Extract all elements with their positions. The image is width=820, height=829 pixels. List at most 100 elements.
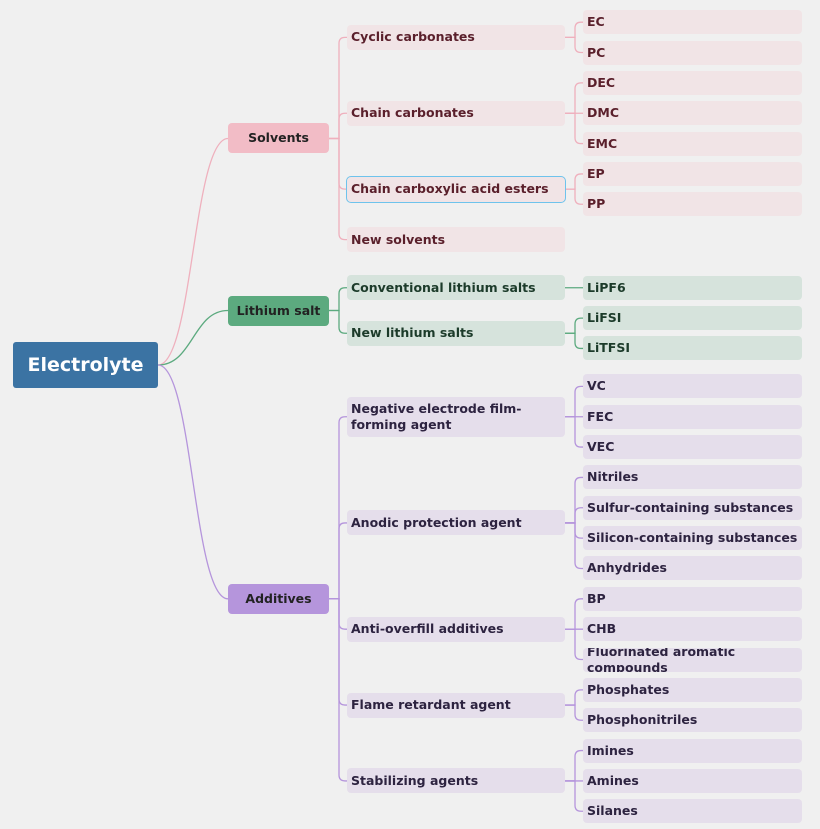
link-stabilizing-agents-2 [565, 780, 583, 812]
link-anti-overfill-additives-0 [565, 598, 583, 630]
link-negative-electrode-film-forming-agent-0 [565, 385, 583, 418]
topic-new-lithium-salts-label: New lithium salts [351, 325, 474, 341]
leaf-chb[interactable]: CHB [583, 617, 802, 642]
link-chain-carbonates-2 [565, 112, 583, 145]
leaf-nitriles-label: Nitriles [587, 469, 639, 485]
leaf-vec[interactable]: VEC [583, 435, 802, 460]
link-anodic-protection-agent-2 [565, 522, 583, 539]
topic-flame-retardant-agent[interactable]: Flame retardant agent [347, 692, 565, 718]
leaf-ep-label: EP [587, 165, 605, 181]
leaf-lipf6-label: LiPF6 [587, 279, 626, 295]
leaf-sulfur-containing-substances[interactable]: Sulfur-containing substances [583, 495, 802, 520]
link-solvents-3 [329, 137, 347, 241]
leaf-vc[interactable]: VC [583, 374, 802, 399]
leaf-fluorinated-aromatic-compounds[interactable]: Fluorinated aromatic compounds [583, 647, 802, 672]
link-anodic-protection-agent-1 [565, 507, 583, 524]
leaf-ec-label: EC [587, 14, 605, 30]
leaf-emc-label: EMC [587, 135, 618, 151]
root-node-electrolyte[interactable]: Electrolyte [13, 342, 158, 388]
leaf-ep[interactable]: EP [583, 161, 802, 186]
link-additives-3 [329, 598, 347, 706]
leaf-litfsi-label: LiTFSI [587, 340, 630, 356]
link-chain-carboxylic-acid-esters-1 [565, 188, 583, 205]
branch-lithium-salt-label: Lithium salt [236, 302, 321, 318]
link-anti-overfill-additives-2 [565, 628, 583, 661]
topic-chain-carboxylic-acid-esters[interactable]: Chain carboxylic acid esters [346, 175, 566, 203]
branch-additives[interactable]: Additives [228, 583, 329, 614]
leaf-bp-label: BP [587, 590, 606, 606]
topic-chain-carboxylic-acid-esters-label: Chain carboxylic acid esters [351, 181, 549, 197]
leaf-emc[interactable]: EMC [583, 131, 802, 156]
link-stabilizing-agents-0 [565, 749, 583, 782]
topic-stabilizing-agents[interactable]: Stabilizing agents [347, 768, 565, 794]
leaf-imines[interactable]: Imines [583, 738, 802, 763]
leaf-litfsi[interactable]: LiTFSI [583, 336, 802, 361]
leaf-silicon-containing-substances[interactable]: Silicon-containing substances [583, 526, 802, 551]
branch-solvents[interactable]: Solvents [228, 123, 329, 154]
leaf-pp-label: PP [587, 196, 606, 212]
leaf-pc-label: PC [587, 44, 606, 60]
link-anodic-protection-agent-0 [565, 476, 583, 524]
topic-new-solvents-label: New solvents [351, 231, 446, 247]
leaf-vc-label: VC [587, 378, 606, 394]
link-cyclic-carbonates-1 [565, 36, 583, 54]
leaf-lifsi-label: LiFSI [587, 310, 622, 326]
leaf-anhydrides[interactable]: Anhydrides [583, 556, 802, 581]
leaf-phosphonitriles-label: Phosphonitriles [587, 712, 698, 728]
leaf-nitriles[interactable]: Nitriles [583, 465, 802, 490]
leaf-fec[interactable]: FEC [583, 404, 802, 429]
leaf-bp[interactable]: BP [583, 586, 802, 611]
link-negative-electrode-film-forming-agent-2 [565, 416, 583, 448]
root-node-electrolyte-label: Electrolyte [27, 354, 144, 376]
leaf-anhydrides-label: Anhydrides [587, 560, 667, 576]
link-solvents-2 [329, 137, 347, 190]
leaf-dec-label: DEC [587, 74, 616, 90]
branch-lithium-salt[interactable]: Lithium salt [228, 295, 329, 326]
topic-cyclic-carbonates[interactable]: Cyclic carbonates [347, 24, 565, 50]
leaf-phosphates-label: Phosphates [587, 681, 670, 697]
leaf-pp[interactable]: PP [583, 192, 802, 217]
leaf-pc[interactable]: PC [583, 40, 802, 65]
link-lithium-salt-0 [329, 287, 347, 312]
leaf-silanes-label: Silanes [587, 803, 638, 819]
leaf-phosphonitriles[interactable]: Phosphonitriles [583, 708, 802, 733]
topic-flame-retardant-agent-label: Flame retardant agent [351, 697, 511, 713]
leaf-silanes[interactable]: Silanes [583, 799, 802, 824]
topic-cyclic-carbonates-label: Cyclic carbonates [351, 29, 475, 45]
leaf-amines[interactable]: Amines [583, 768, 802, 793]
topic-anti-overfill-additives-label: Anti-overfill additives [351, 621, 504, 637]
link-lithium-salt-1 [329, 309, 347, 334]
topic-new-lithium-salts[interactable]: New lithium salts [347, 320, 565, 346]
link-solvents-0 [329, 36, 347, 140]
leaf-lipf6[interactable]: LiPF6 [583, 275, 802, 300]
topic-new-solvents[interactable]: New solvents [347, 227, 565, 253]
leaf-dmc-label: DMC [587, 105, 619, 121]
topic-chain-carbonates[interactable]: Chain carbonates [347, 100, 565, 126]
topic-conventional-lithium-salts[interactable]: Conventional lithium salts [347, 275, 565, 301]
link-cyclic-carbonates-0 [565, 21, 583, 38]
link-anodic-protection-agent-3 [565, 522, 583, 570]
leaf-phosphates[interactable]: Phosphates [583, 677, 802, 702]
topic-conventional-lithium-salts-label: Conventional lithium salts [351, 279, 536, 295]
topic-anodic-protection-agent[interactable]: Anodic protection agent [347, 510, 565, 536]
leaf-lifsi[interactable]: LiFSI [583, 306, 802, 331]
branch-solvents-label: Solvents [248, 130, 309, 146]
leaf-dec[interactable]: DEC [583, 70, 802, 95]
leaf-chb-label: CHB [587, 621, 617, 637]
link-root-solvents [157, 137, 229, 366]
link-new-lithium-salts-0 [565, 317, 583, 334]
topic-negative-electrode-film-forming-agent[interactable]: Negative electrode film-forming agent [347, 396, 565, 437]
leaf-vec-label: VEC [587, 439, 615, 455]
topic-anti-overfill-additives[interactable]: Anti-overfill additives [347, 616, 565, 642]
link-additives-0 [329, 416, 347, 600]
leaf-amines-label: Amines [587, 772, 639, 788]
leaf-silicon-containing-substances-label: Silicon-containing substances [587, 530, 798, 546]
link-root-lithium-salt [157, 309, 229, 366]
leaf-ec[interactable]: EC [583, 10, 802, 35]
leaf-imines-label: Imines [587, 742, 634, 758]
link-root-additives [157, 364, 229, 600]
leaf-sulfur-containing-substances-label: Sulfur-containing substances [587, 499, 794, 515]
leaf-dmc[interactable]: DMC [583, 101, 802, 126]
link-additives-4 [329, 598, 347, 782]
